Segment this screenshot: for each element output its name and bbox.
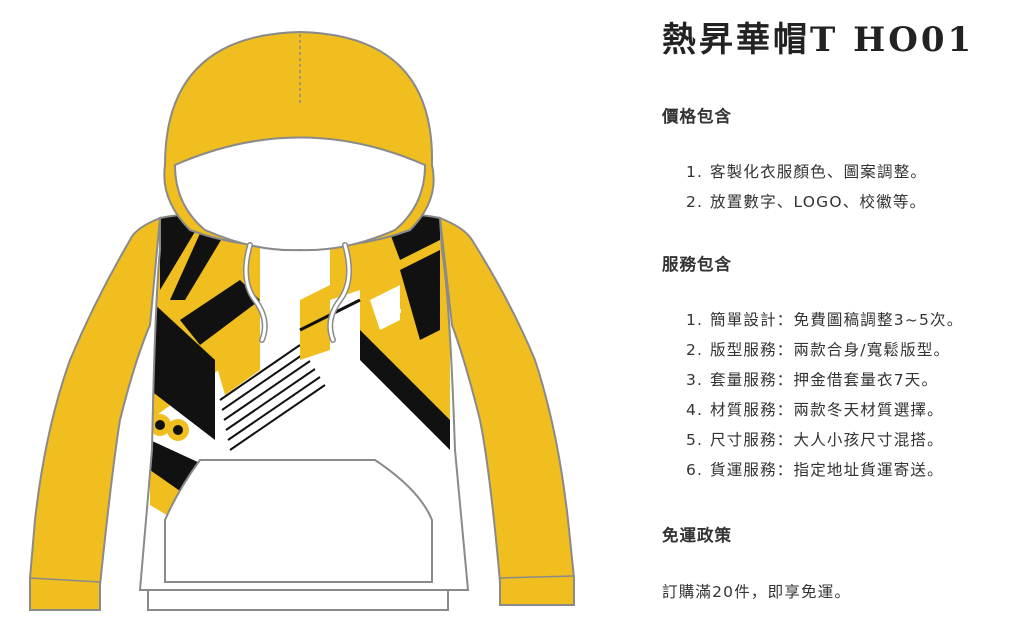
list-item: 1.簡單設計：免費圖稿調整3~5次。	[686, 311, 964, 329]
product-info-panel: 熱昇華帽T HO01 價格包含 1.客製化衣服顏色、圖案調整。 2.放置數字、L…	[662, 0, 1022, 632]
shipping-heading: 免運政策	[662, 526, 732, 545]
kangaroo-pocket	[164, 459, 433, 583]
right-sleeve	[438, 216, 575, 606]
list-item: 2.放置數字、LOGO、校徽等。	[686, 193, 927, 211]
list-item: 6.貨運服務：指定地址貨運寄送。	[686, 461, 944, 479]
list-item: 3.套量服務：押金借套量衣7天。	[686, 371, 939, 389]
service-list: 1.簡單設計：免費圖稿調整3~5次。 2.版型服務：兩款合身/寬鬆版型。 3.套…	[686, 305, 963, 485]
hoodie-illustration	[29, 30, 575, 611]
product-title: 熱昇華帽T HO01	[662, 20, 975, 60]
list-item: 2.版型服務：兩款合身/寬鬆版型。	[686, 341, 951, 359]
left-sleeve	[29, 216, 162, 611]
shipping-text: 訂購滿20件，即享免運。	[662, 583, 852, 601]
hood	[163, 30, 435, 252]
price-list: 1.客製化衣服顏色、圖案調整。 2.放置數字、LOGO、校徽等。	[686, 157, 927, 217]
price-heading: 價格包含	[662, 107, 732, 126]
list-item: 5.尺寸服務：大人小孩尺寸混搭。	[686, 431, 944, 449]
service-heading: 服務包含	[662, 255, 732, 274]
list-item: 4.材質服務：兩款冬天材質選擇。	[686, 401, 944, 419]
list-item: 1.客製化衣服顏色、圖案調整。	[686, 163, 928, 181]
